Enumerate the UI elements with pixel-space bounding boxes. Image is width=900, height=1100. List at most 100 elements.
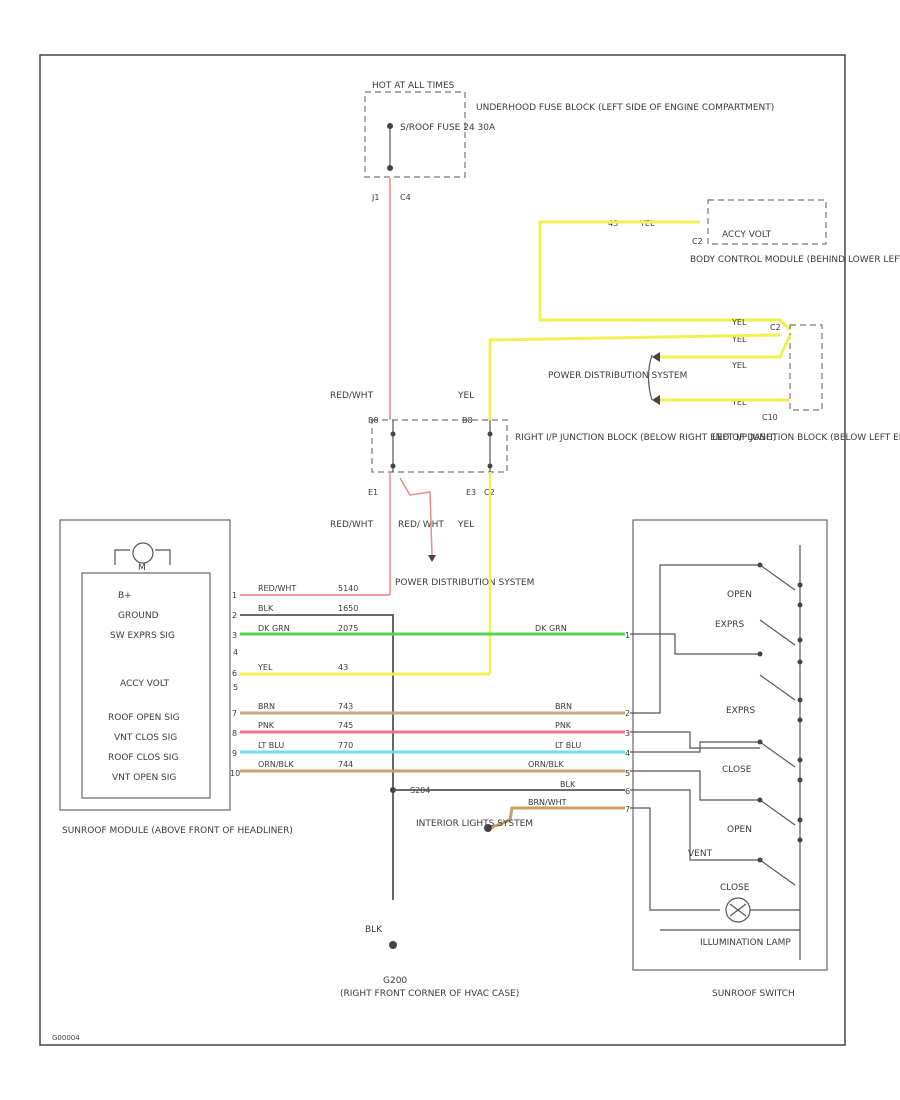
switch-label-close-1: CLOSE [722,765,752,775]
ground-g200-label: G200 [383,976,407,986]
svg-text:1: 1 [625,631,630,640]
ground-blk-label: BLK [365,925,383,935]
svg-text:B+: B+ [118,591,132,601]
svg-text:PNK: PNK [258,721,275,730]
brn-wht-label: BRN/WHT [528,798,567,807]
left-jb-wire-1: YEL [731,318,747,327]
module-row-roof-clos: ROOF CLOS SIG 9 LT BLU 770 LT BLU 4 [108,741,630,763]
module-row-roof-open: ROOF OPEN SIG 7 BRN 743 BRN 2 [108,702,630,723]
right-blk-pin: 6 [625,787,630,796]
module-pin-5: 5 [233,683,238,692]
switch-label-open-2: OPEN [727,825,752,835]
svg-text:2: 2 [232,611,237,620]
svg-text:10: 10 [230,769,240,778]
right-jb-red-wht-label: RED/WHT [330,391,374,401]
fuse-24-label: S/ROOF FUSE 24 30A [400,123,496,133]
switch-label-open-1: OPEN [727,590,752,600]
hot-at-all-times-label: HOT AT ALL TIMES [372,81,455,91]
switch-label-close-2: CLOSE [720,883,750,893]
svg-text:1650: 1650 [338,604,358,613]
svg-text:LT BLU: LT BLU [258,741,284,750]
svg-text:9: 9 [232,749,237,758]
module-row-ground: GROUND 2 BLK 1650 [118,604,394,900]
svg-text:745: 745 [338,721,353,730]
illumination-lamp-label: ILLUMINATION LAMP [700,938,791,948]
motor-label: M [138,563,146,573]
right-jb-location-label: RIGHT I/P JUNCTION BLOCK (BELOW RIGHT EN… [515,433,776,443]
svg-text:2: 2 [625,709,630,718]
svg-text:5: 5 [625,769,630,778]
right-jb-pin-yel: B8 [462,416,473,425]
svg-text:DK GRN: DK GRN [258,624,290,633]
bcm-accy-volt-label: ACCY VOLT [722,230,772,240]
svg-text:4: 4 [625,749,630,758]
wire-yel-to-right-jb [488,333,781,420]
right-jb-pin-e1: E1 [368,488,378,497]
left-jb-wire-4: YEL [731,398,747,407]
svg-text:2075: 2075 [338,624,358,633]
module-row-vnt-clos: VNT CLOS SIG 8 PNK 745 PNK 3 [114,721,630,743]
bcm-location-label: BODY CONTROL MODULE (BEHIND LOWER LEFT S… [690,255,900,265]
svg-text:GROUND: GROUND [118,611,159,621]
sunroof-switch: SUNROOF SWITCH OPEN EXPRS EXPRS [630,519,828,999]
svg-text:1: 1 [232,591,237,600]
svg-text:PNK: PNK [555,721,572,730]
svg-text:ORN/BLK: ORN/BLK [258,760,294,769]
right-ip-junction-block: RED/WHT YEL B8 B8 RIGHT I/P JUNCTION BLO… [330,391,776,588]
wire-yel-pd-1 [660,334,792,359]
wire-yel-bcm [538,220,792,332]
left-jb-pin-c10: C10 [762,413,778,422]
left-jb-pin-c2: C2 [770,323,781,332]
body-control-module: ACCY VOLT C2 BODY CONTROL MODULE (BEHIND… [608,199,900,265]
diagram-id: G00004 [52,1034,80,1042]
svg-text:BLK: BLK [258,604,274,613]
svg-text:VNT OPEN SIG: VNT OPEN SIG [112,773,176,783]
switch-label-vent: VENT [688,849,713,859]
svg-text:DK GRN: DK GRN [535,624,567,633]
svg-text:ORN/BLK: ORN/BLK [528,760,564,769]
right-jb-pin-red: B8 [368,416,379,425]
diagram-border [39,54,846,1046]
right-blk-label: BLK [560,780,576,789]
svg-text:743: 743 [338,702,353,711]
ground-location-label: (RIGHT FRONT CORNER OF HVAC CASE) [340,989,519,999]
bcm-pin-c2: C2 [692,237,703,246]
left-ip-junction-block: C2 C10 LEFT I/P JUNCTION BLOCK (BELOW LE… [548,318,900,443]
left-jb-power-dist-label: POWER DISTRIBUTION SYSTEM [548,371,687,381]
right-jb-red-wht-tap: RED/ WHT [398,520,444,530]
svg-text:YEL: YEL [257,663,273,672]
svg-text:770: 770 [338,741,353,750]
module-row-accy-volt: ACCY VOLT 6 YEL 43 [120,663,490,689]
svg-text:VNT CLOS SIG: VNT CLOS SIG [114,733,177,743]
fuse-pin-c4: C4 [400,193,411,202]
svg-text:SW EXPRS SIG: SW EXPRS SIG [110,631,175,641]
svg-text:744: 744 [338,760,353,769]
left-jb-wire-2: YEL [731,335,747,344]
right-jb-yel-below: YEL [457,520,474,530]
switch-label-exprs-1: EXPRS [715,620,745,630]
svg-text:ROOF OPEN SIG: ROOF OPEN SIG [108,713,180,723]
wire-red-wht-tap [399,477,433,556]
module-row-sw-exprs: SW EXPRS SIG 3 DK GRN 2075 DK GRN 1 [110,624,630,641]
module-row-vnt-open: VNT OPEN SIG 10 ORN/BLK 744 ORN/BLK 5 [112,760,630,783]
left-jb-location-label: LEFT I/P JUNCTION BLOCK (BELOW LEFT END … [712,433,900,443]
svg-text:BRN: BRN [258,702,275,711]
brn-wht-pin: 7 [625,805,630,814]
svg-text:BRN: BRN [555,702,572,711]
underhood-fuse-block-label: UNDERHOOD FUSE BLOCK (LEFT SIDE OF ENGIN… [476,103,774,113]
svg-text:LT BLU: LT BLU [555,741,581,750]
module-row-b-plus: B+ 1 RED/WHT 5140 [118,584,390,601]
svg-text:7: 7 [232,709,237,718]
svg-text:ROOF CLOS SIG: ROOF CLOS SIG [108,753,178,763]
switch-label-exprs-2: EXPRS [726,706,756,716]
fuse-pin-j1: J1 [371,193,379,202]
svg-text:6: 6 [232,669,237,678]
right-jb-power-dist-label: POWER DISTRIBUTION SYSTEM [395,578,534,588]
ground-circuit: S204 BLK 6 BRN/WHT 7 INTERIOR LIGHTS SYS… [340,780,630,999]
svg-text:8: 8 [232,729,237,738]
right-jb-yel-label: YEL [457,391,474,401]
right-jb-red-wht-below: RED/WHT [330,520,374,530]
sunroof-switch-label: SUNROOF SWITCH [712,989,795,999]
svg-text:ACCY VOLT: ACCY VOLT [120,679,170,689]
